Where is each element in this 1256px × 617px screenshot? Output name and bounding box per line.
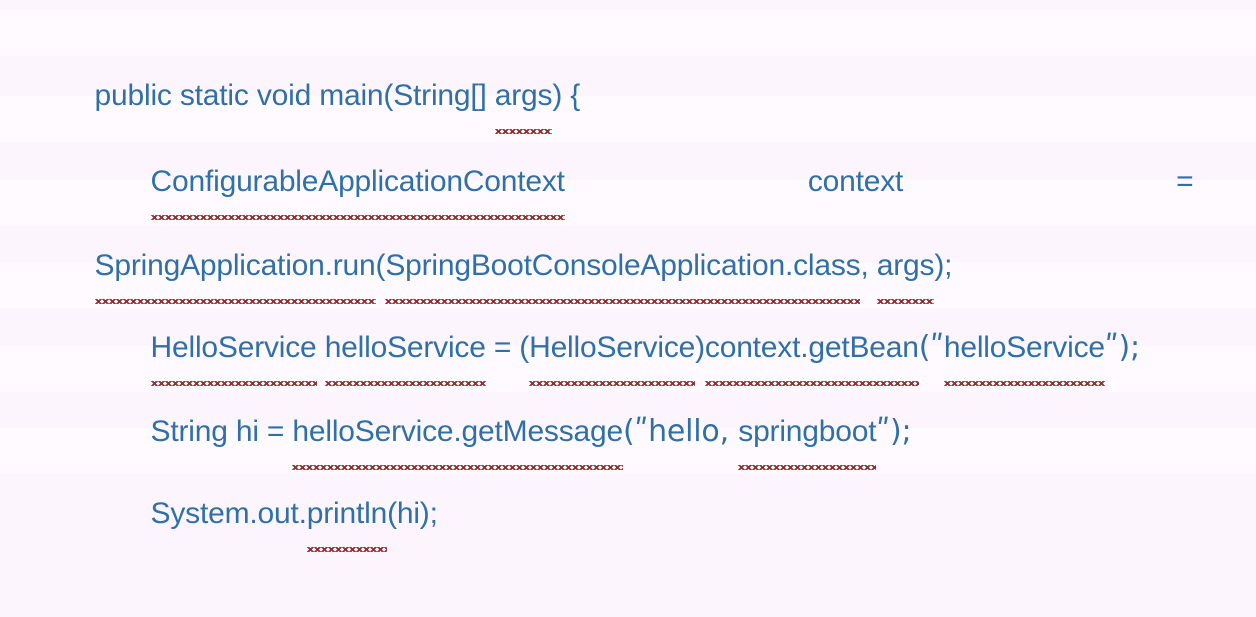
text-band — [0, 428, 1256, 474]
code-token: = — [1176, 165, 1194, 198]
code-line-1: public static void main(String[] args) { — [0, 0, 1256, 128]
code-token: (hi); — [387, 497, 438, 530]
text-band — [0, 96, 1256, 142]
code-token-misspelled: springboot — [738, 400, 877, 471]
code-token-misspelled: HelloService — [529, 316, 695, 387]
code-token-misspelled: args — [494, 64, 553, 135]
code-token-misspelled: helloService.getMessage — [292, 400, 623, 471]
code-token-misspelled: SpringApplication.run — [94, 234, 376, 305]
code-token: context — [807, 165, 904, 198]
code-line-4: HelloService helloService = (HelloServic… — [0, 252, 1256, 380]
code-line-3: SpringApplication.run(SpringBootConsoleA… — [0, 170, 1256, 298]
code-token-misspelled: SpringBootConsoleApplication.class — [385, 234, 861, 305]
code-token: ) — [695, 331, 705, 364]
code-snippet-canvas: public static void main(String[] args) {… — [0, 0, 1256, 546]
code-token: = ( — [485, 331, 530, 364]
code-token-misspelled: context.getBean — [704, 316, 919, 387]
code-token: ) { — [552, 79, 581, 112]
code-token-misspelled: helloService — [943, 316, 1105, 387]
code-token-quote: ʺ); — [1104, 330, 1140, 365]
code-token: public static void main(String[] — [94, 79, 495, 112]
code-token-misspelled: helloService — [324, 316, 486, 387]
code-token-quote: ʺ); — [876, 414, 912, 449]
code-token: , — [860, 249, 877, 282]
code-token-quote: (ʺ — [918, 330, 944, 365]
code-token: System.out. — [150, 497, 307, 530]
code-token: ); — [934, 249, 953, 282]
code-line-5: String hi = helloService.getMessage(ʺhel… — [0, 336, 1256, 464]
code-token-misspelled: println — [306, 482, 387, 553]
text-band — [0, 10, 1256, 56]
code-token-misspelled: HelloService — [150, 316, 317, 387]
code-token-quote: (ʺhello, — [622, 414, 739, 449]
code-token: String hi = — [150, 415, 293, 448]
code-token-misspelled: ConfigurableApplicationContext — [150, 150, 565, 221]
code-token: ( — [375, 249, 386, 282]
code-token-misspelled: args — [876, 234, 935, 305]
code-line-6: System.out.println(hi); — [0, 418, 1256, 546]
